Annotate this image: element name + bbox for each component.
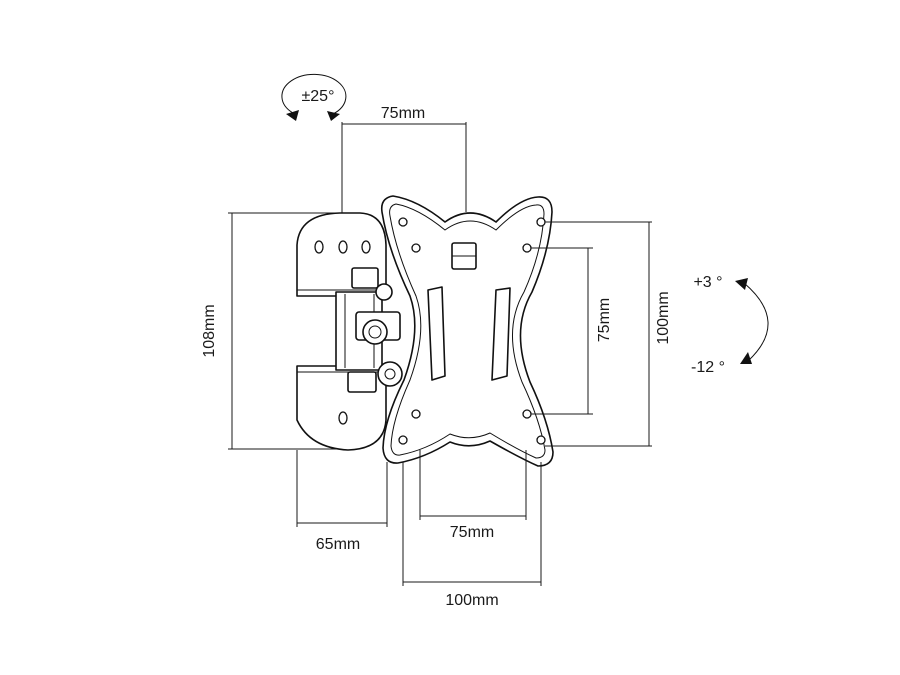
vesa-hole xyxy=(411,243,421,253)
tilt-arrow-icon xyxy=(735,278,769,364)
vesa-hole xyxy=(398,217,408,227)
vesa-h-large-dimension xyxy=(402,462,542,586)
height-dimension xyxy=(228,212,340,450)
vesa-h-large-label: 100mm xyxy=(445,592,498,609)
vesa-hole xyxy=(398,435,408,445)
vesa-hole xyxy=(522,409,532,419)
height-label: 108mm xyxy=(201,304,218,357)
vesa-v-large-label: 100mm xyxy=(655,291,672,344)
depth-label: 65mm xyxy=(316,536,360,553)
vesa-hole xyxy=(536,217,546,227)
vesa-hole xyxy=(411,409,421,419)
swivel-label: ±25° xyxy=(302,88,335,105)
tilt-knob xyxy=(347,267,403,393)
vesa-hole xyxy=(522,243,532,253)
vesa-v-small-label: 75mm xyxy=(596,298,613,342)
vesa-h-small-label: 75mm xyxy=(450,524,494,541)
vesa-h-small-dimension xyxy=(419,450,527,520)
vesa-v-small-dimension xyxy=(531,247,593,415)
swivel-arrow-icon xyxy=(281,73,347,121)
wall-hole xyxy=(314,240,324,254)
vesa-hole xyxy=(536,435,546,445)
wall-hole xyxy=(361,240,371,254)
tilt-down-label: -12 ° xyxy=(691,359,725,376)
top-width-label: 75mm xyxy=(381,105,425,122)
tilt-up-label: +3 ° xyxy=(693,274,722,291)
wall-hole xyxy=(338,240,348,254)
depth-dimension xyxy=(296,450,388,527)
top-width-dimension xyxy=(341,122,467,214)
vesa-v-large-dimension xyxy=(545,221,652,447)
vesa-plate xyxy=(380,195,554,467)
wall-hole xyxy=(338,411,348,425)
